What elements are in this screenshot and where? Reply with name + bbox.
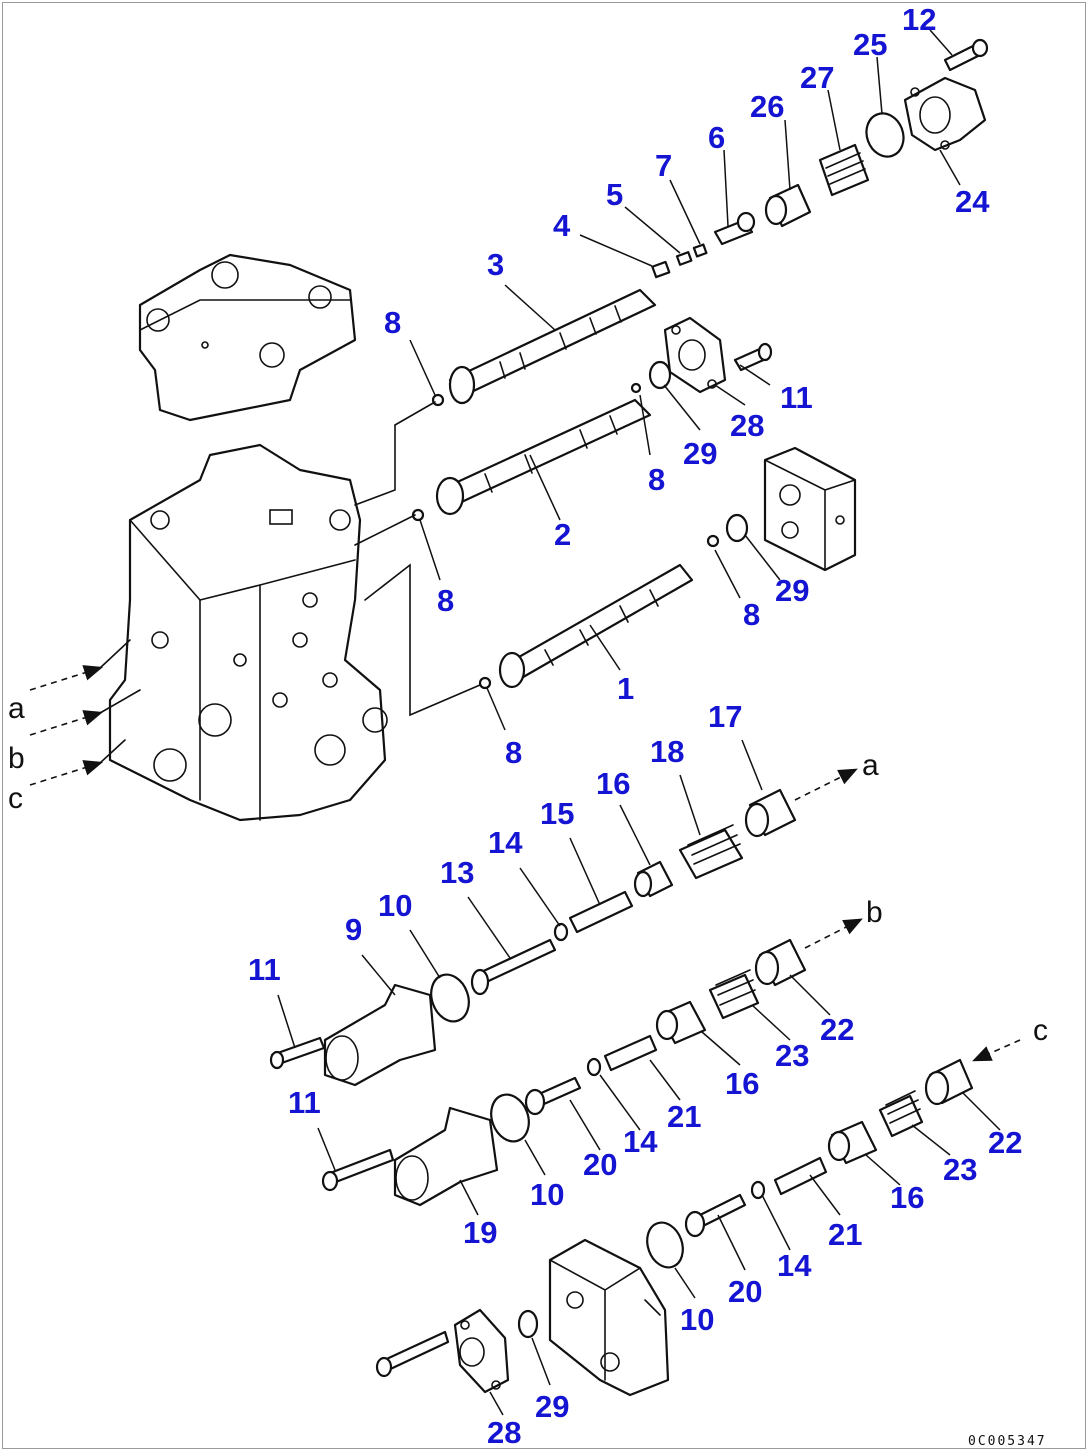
group-c <box>375 1039 1021 1416</box>
callout-15: 15 <box>540 796 574 831</box>
callout-21b: 21 <box>828 1217 862 1252</box>
callout-3: 3 <box>487 247 504 282</box>
callout-14b: 14 <box>623 1124 658 1159</box>
flow-label-c-in: c <box>8 782 23 815</box>
callout-25: 25 <box>853 27 887 62</box>
end-block-upper <box>706 446 857 599</box>
callout-22a: 22 <box>820 1012 854 1047</box>
callout-29b: 29 <box>775 573 809 608</box>
callout-16a: 16 <box>596 766 630 801</box>
callout-20a: 20 <box>583 1147 617 1182</box>
callout-5: 5 <box>606 177 623 212</box>
callout-8d: 8 <box>743 597 760 632</box>
callout-27: 27 <box>800 60 834 95</box>
callout-16c: 16 <box>890 1180 924 1215</box>
callout-11c: 11 <box>288 1085 321 1120</box>
callout-19: 19 <box>463 1215 497 1250</box>
callout-14c: 14 <box>777 1248 812 1283</box>
flow-label-b-in: b <box>8 742 25 775</box>
spool-1 <box>478 563 694 690</box>
callout-28b: 28 <box>487 1415 521 1450</box>
flow-label-b-out: b <box>866 896 883 929</box>
leaders-8 <box>409 339 506 731</box>
callout-24: 24 <box>955 184 990 219</box>
drawing-code: 0C005347 <box>968 1434 1047 1449</box>
callout-6: 6 <box>708 120 725 155</box>
callout-23b: 23 <box>943 1152 977 1187</box>
small-parts-4-7 <box>579 149 756 279</box>
callout-16b: 16 <box>725 1066 759 1101</box>
callout-29c: 29 <box>535 1389 569 1424</box>
callout-21a: 21 <box>667 1099 701 1134</box>
top-cover <box>138 253 357 422</box>
callout-10c: 10 <box>680 1302 714 1337</box>
flow-label-a-in: a <box>8 692 25 725</box>
valve-body <box>108 443 388 822</box>
callout-numbers: 12 25 27 26 6 7 5 4 24 3 8 11 28 29 8 2 … <box>248 2 1022 1450</box>
callout-10a: 10 <box>378 888 412 923</box>
callout-22b: 22 <box>988 1125 1022 1160</box>
callout-1: 1 <box>617 671 634 706</box>
callout-11b: 11 <box>248 952 281 987</box>
callout-23a: 23 <box>775 1038 809 1073</box>
inlet-arrows <box>29 639 141 786</box>
callout-20b: 20 <box>728 1274 762 1309</box>
callout-4: 4 <box>553 208 571 243</box>
callout-11a: 11 <box>780 380 813 415</box>
callout-14a: 14 <box>488 825 523 860</box>
upper-cap-group <box>764 29 989 228</box>
callout-9: 9 <box>345 912 362 947</box>
callout-18: 18 <box>650 734 684 769</box>
alignment-lines <box>354 401 481 717</box>
callout-8e: 8 <box>505 735 522 770</box>
callout-8c: 8 <box>437 583 454 618</box>
flow-labels: a b c a b c <box>8 692 1048 1047</box>
callout-7: 7 <box>655 148 672 183</box>
spool-2 <box>411 382 652 522</box>
spool-3 <box>431 284 657 407</box>
callout-8b: 8 <box>648 462 665 497</box>
callout-12: 12 <box>902 2 936 37</box>
callout-28a: 28 <box>730 408 764 443</box>
callout-13: 13 <box>440 855 474 890</box>
flow-label-a-out: a <box>862 749 879 782</box>
callout-8a: 8 <box>384 305 401 340</box>
flow-label-c-out: c <box>1033 1014 1048 1047</box>
callout-2: 2 <box>554 517 571 552</box>
callout-10b: 10 <box>530 1177 564 1212</box>
callout-17: 17 <box>708 699 742 734</box>
cover-28-upper <box>639 316 773 456</box>
group-b <box>317 918 863 1216</box>
callout-26: 26 <box>750 89 784 124</box>
group-a <box>269 739 858 1087</box>
callout-29a: 29 <box>683 436 717 471</box>
